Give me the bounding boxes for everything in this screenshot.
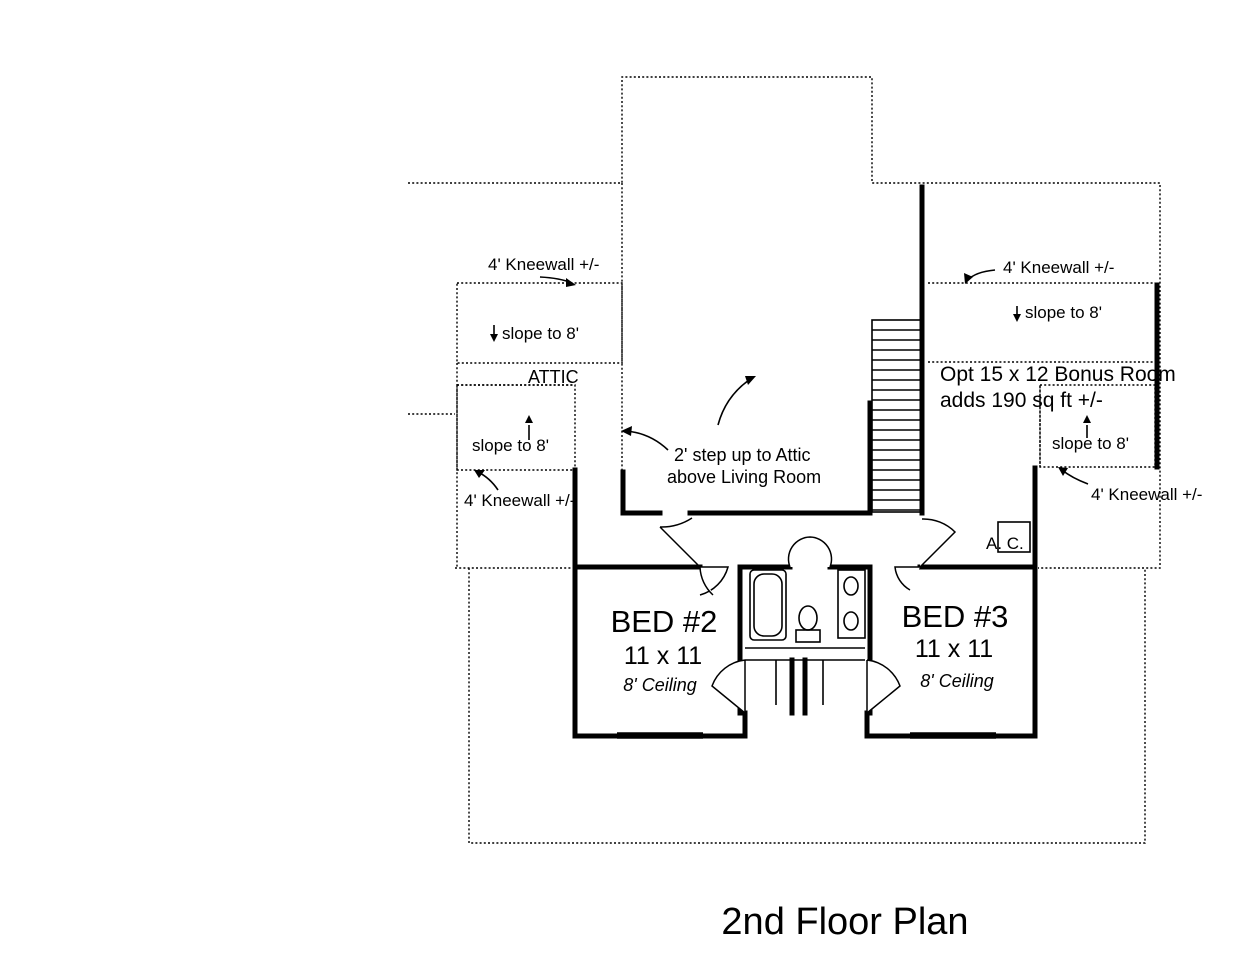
sink-1	[843, 576, 859, 596]
roof-outline	[408, 76, 1161, 844]
ac-unit	[997, 521, 1031, 553]
bathtub	[749, 569, 787, 641]
labels: 4' Kneewall +/- 4' Kneewall +/- 4' Kneew…	[464, 255, 1202, 943]
walls	[572, 184, 1160, 739]
bonus-room-label-line2: adds 190 sq ft +/-	[940, 389, 1103, 412]
kneewall-top-left-label: 4' Kneewall +/-	[488, 255, 599, 274]
annotation-arrows	[474, 269, 1091, 491]
attic-label: ATTIC	[528, 367, 579, 387]
toilet-bowl	[798, 605, 818, 631]
kneewall-bottom-left-label: 4' Kneewall +/-	[464, 491, 575, 510]
slope-top-left-label: slope to 8'	[502, 324, 579, 343]
bed2-ceiling: 8' Ceiling	[623, 675, 696, 695]
sink-2	[843, 611, 859, 631]
toilet-tank	[795, 629, 821, 643]
bed2-name: BED #2	[611, 604, 718, 639]
slope-bottom-left-label: slope to 8'	[472, 436, 549, 455]
step-up-label-line1: 2' step up to Attic	[674, 445, 811, 465]
step-up-label-line2: above Living Room	[667, 467, 821, 487]
bed3-name: BED #3	[902, 599, 1009, 634]
slope-bottom-right-label: slope to 8'	[1052, 434, 1129, 453]
bed3-size: 11 x 11	[915, 635, 993, 663]
vanity	[837, 569, 866, 639]
kneewall-top-right-label: 4' Kneewall +/-	[1003, 258, 1114, 277]
slope-top-right-label: slope to 8'	[1025, 303, 1102, 322]
stairs	[871, 319, 923, 513]
bathroom-fixtures	[749, 569, 866, 643]
bonus-room-label-line1: Opt 15 x 12 Bonus Room	[940, 363, 1176, 386]
door-swings	[659, 517, 957, 715]
ac-label: A. C.	[986, 534, 1024, 553]
plan-title: 2nd Floor Plan	[721, 901, 968, 943]
windows	[617, 732, 996, 739]
bed3-ceiling: 8' Ceiling	[920, 671, 993, 691]
bed2-size: 11 x 11	[624, 642, 702, 670]
kneewall-bottom-right-label: 4' Kneewall +/-	[1091, 485, 1202, 504]
